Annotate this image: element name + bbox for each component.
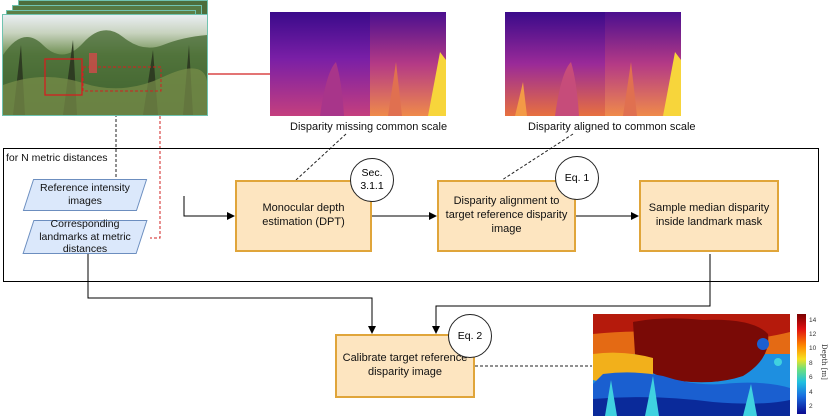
colorbar-tick-14: 14 [809, 317, 817, 324]
disparity-missing-image [270, 12, 446, 116]
sample-median-box: Sample median disparity inside landmark … [639, 180, 779, 252]
photo-to-landmarks-link [150, 66, 161, 239]
colorbar-tick-12: 12 [809, 331, 817, 338]
metric-distance-loop-panel [3, 148, 819, 282]
colorbar-axis-label: Depth [m] [820, 344, 828, 380]
eq1-reference-badge: Eq. 1 [555, 156, 599, 200]
depth-colorbar [797, 314, 806, 414]
sec-reference-badge: Sec. 3.1.1 [350, 158, 394, 202]
sample-to-calibrate-arrow [432, 254, 711, 334]
landmarks-to-calibrate-arrow [87, 254, 376, 334]
eq1-reference-label: Eq. 1 [564, 171, 590, 184]
forest-photo [2, 14, 208, 116]
colorbar-tick-8: 8 [809, 360, 813, 367]
forest-photo-detail [3, 30, 207, 115]
monocular-depth-label: Monocular depth estimation (DPT) [262, 202, 345, 228]
missing-caption-link [295, 133, 347, 181]
eq2-reference-label: Eq. 2 [457, 329, 483, 342]
disparity-alignment-label: Disparity alignment to target reference … [445, 195, 568, 235]
depth-map-image [593, 314, 790, 416]
reference-photo-stack [0, 0, 210, 116]
sec-reference-label: Sec. 3.1.1 [360, 167, 384, 192]
colorbar-tick-10: 10 [809, 345, 817, 352]
aligned-caption-link [501, 133, 574, 181]
monocular-depth-box: Monocular depth estimation (DPT) [235, 180, 372, 252]
disparity-aligned-image [505, 12, 681, 116]
landmarks-input: Corresponding landmarks at metric distan… [22, 218, 148, 256]
reference-to-depth-arrow [183, 196, 235, 220]
disparity-aligned-caption: Disparity aligned to common scale [528, 121, 696, 133]
eq2-reference-badge: Eq. 2 [448, 314, 492, 358]
calibrate-label: Calibrate target reference disparity ima… [342, 352, 468, 378]
colorbar-tick-6: 6 [809, 374, 813, 381]
colorbar-tick-2: 2 [809, 403, 813, 410]
sample-median-label: Sample median disparity inside landmark … [648, 202, 770, 228]
disparity-alignment-box: Disparity alignment to target reference … [437, 180, 576, 252]
reference-images-label: Reference intensity images [40, 182, 130, 207]
loop-label: for N metric distances [6, 152, 108, 164]
colorbar-tick-4: 4 [809, 389, 813, 396]
reference-images-input: Reference intensity images [22, 179, 148, 211]
landmarks-label: Corresponding landmarks at metric distan… [39, 218, 131, 256]
disparity-missing-caption: Disparity missing common scale [290, 121, 448, 133]
